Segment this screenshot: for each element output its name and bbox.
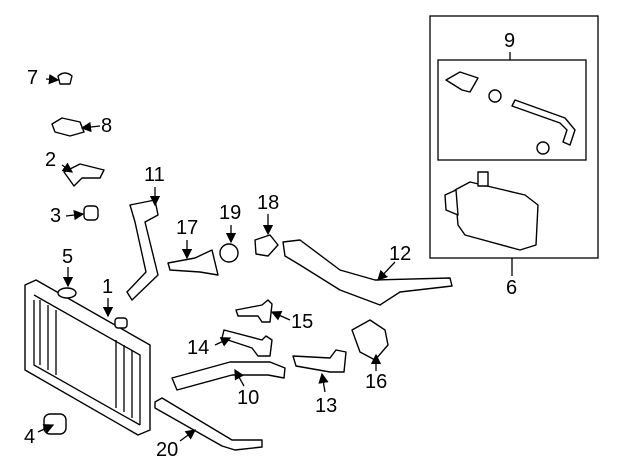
upper-hose: [126, 199, 159, 301]
clamp: [536, 141, 550, 155]
callout-5: 5: [62, 246, 74, 268]
hose-13: [292, 349, 347, 373]
callout-7: 7: [27, 67, 39, 89]
callout-15: 15: [291, 311, 314, 333]
overflow-hose: [511, 99, 576, 146]
callout-18: 18: [257, 192, 280, 214]
callout-4: 4: [24, 426, 36, 448]
water-outlet: [351, 319, 389, 361]
water-inlet: [167, 249, 219, 276]
plug: [57, 72, 73, 85]
callout-17: 17: [176, 217, 199, 239]
callout-3: 3: [50, 205, 62, 227]
callout-10: 10: [237, 387, 260, 409]
bracket: [63, 163, 105, 187]
callout-16: 16: [365, 371, 388, 393]
radiator: [24, 279, 151, 436]
lower-hose: [171, 361, 286, 391]
hose-14: [221, 329, 273, 357]
kit-box-9: [437, 59, 587, 161]
mount-cushion: [43, 413, 67, 435]
reservoir-tank: [444, 171, 539, 251]
cap: [83, 205, 99, 221]
callout-14: 14: [187, 337, 210, 359]
callout-9: 9: [504, 30, 516, 52]
callout-8: 8: [101, 115, 113, 137]
clamp: [488, 89, 502, 103]
bracket: [51, 117, 85, 137]
callout-11: 11: [144, 164, 165, 186]
callout-1: 1: [102, 276, 114, 298]
callout-20: 20: [156, 439, 179, 461]
callout-12: 12: [389, 243, 412, 265]
callout-19: 19: [219, 202, 242, 224]
hose-15: [235, 299, 273, 323]
water-pipe: [282, 239, 453, 306]
callout-13: 13: [315, 395, 338, 417]
thermostat: [254, 234, 279, 257]
kit-box-6: [429, 15, 599, 259]
gasket: [219, 243, 239, 263]
callout-6: 6: [506, 277, 518, 299]
bracket: [445, 71, 479, 93]
bypass-pipe: [154, 397, 263, 451]
callout-2: 2: [45, 149, 57, 171]
